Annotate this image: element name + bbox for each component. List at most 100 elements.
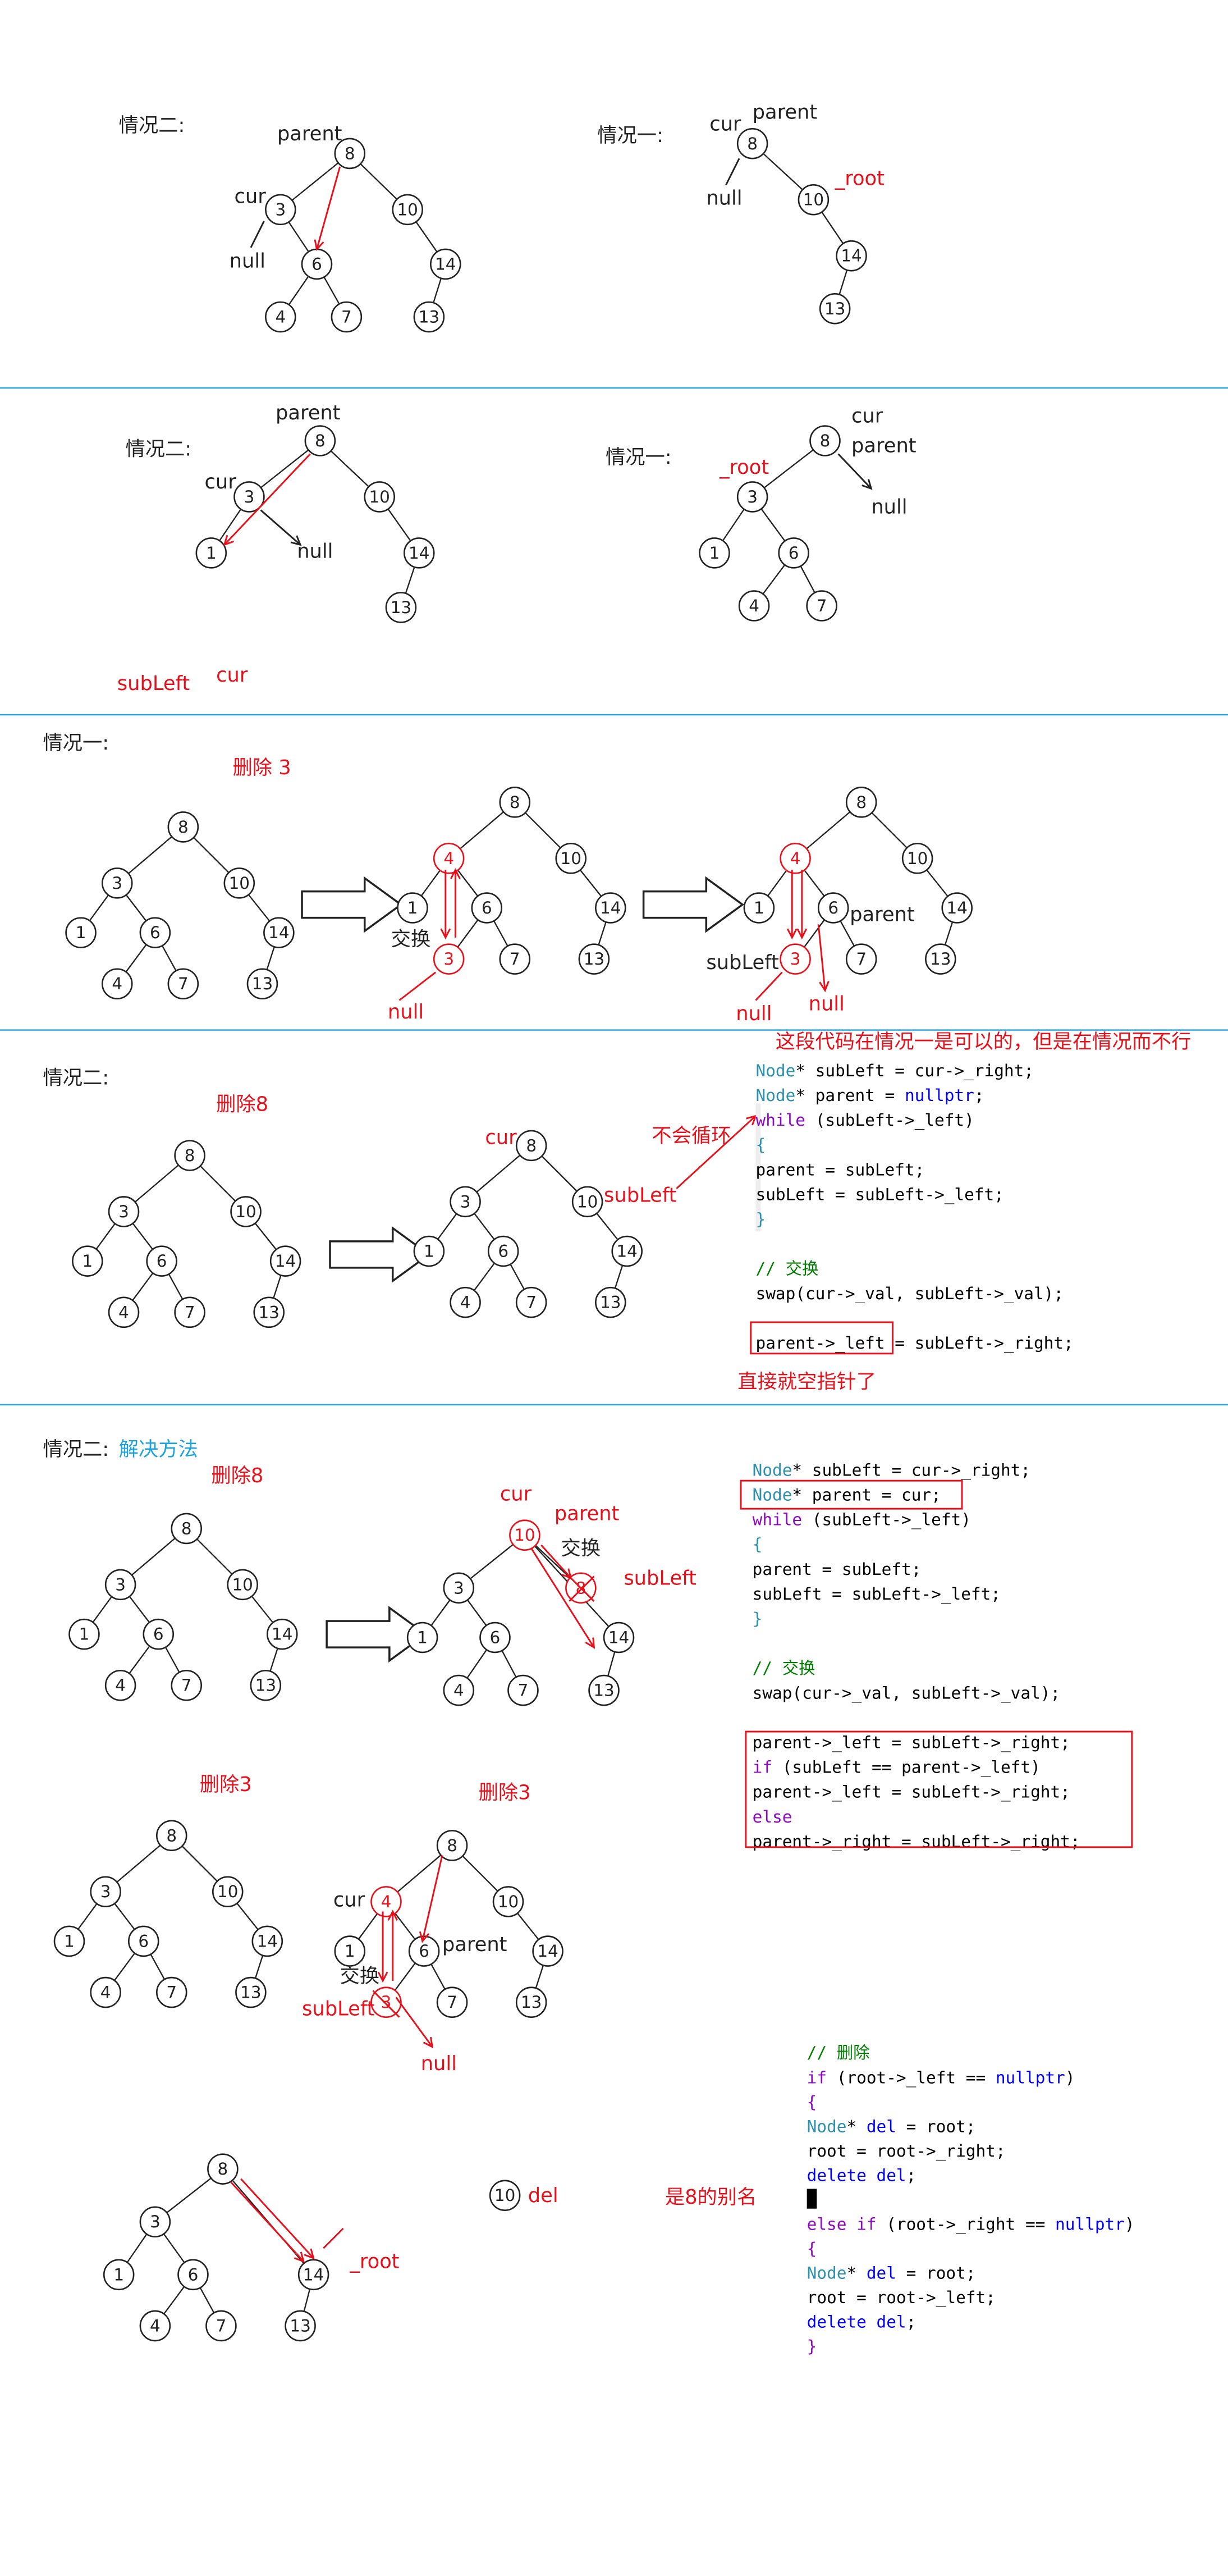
tree-node: 1	[406, 1622, 438, 1654]
edge	[437, 1213, 457, 1240]
tree-node: 8	[515, 1130, 547, 1162]
transform-arrow	[642, 876, 744, 933]
tree-node: 3	[139, 2206, 171, 2238]
edge	[250, 221, 265, 248]
tree-node: 10	[392, 194, 423, 226]
node-label: 13	[593, 1681, 614, 1700]
arrow	[260, 509, 301, 546]
node-label: 1	[64, 1931, 75, 1951]
tree-node: 4	[90, 1976, 121, 2008]
node-label: 14	[841, 246, 862, 266]
tree-node: 13	[588, 1674, 620, 1706]
code-line: if (subLeft == parent->_left)	[753, 1758, 1041, 1778]
node-circle	[101, 968, 133, 1000]
tree-node: 3	[780, 943, 811, 975]
node-label: 4	[115, 1676, 126, 1695]
tree-node: 7	[845, 943, 877, 975]
node-circle	[780, 843, 811, 874]
edge	[273, 1275, 282, 1299]
arrow	[395, 1997, 433, 2048]
node-circle	[103, 2259, 135, 2291]
edge	[462, 1855, 498, 1892]
node-label: 4	[749, 596, 759, 615]
sub-left-label: subLeft	[604, 1184, 676, 1207]
tree-node: 14	[532, 1935, 563, 1967]
edge	[303, 2289, 311, 2312]
tree-node: 4	[101, 968, 133, 1000]
tree-node: 6	[479, 1622, 511, 1654]
edge	[128, 836, 172, 874]
swap-label: 交换	[391, 928, 431, 951]
edge	[163, 2234, 185, 2263]
node-label: 8	[856, 793, 867, 812]
tree-node: 1	[743, 892, 775, 924]
node-circle	[450, 1186, 481, 1218]
edge	[541, 1155, 578, 1192]
tree-node: 6	[301, 248, 333, 280]
node-circle	[167, 968, 199, 1000]
tree-node: 4	[780, 843, 811, 874]
node-circle	[265, 301, 296, 333]
edge	[126, 2234, 148, 2263]
transform-arrow	[329, 1226, 431, 1283]
node-circle	[205, 2310, 237, 2342]
tree-node: 14	[297, 2259, 329, 2291]
node-circle	[108, 1296, 140, 1328]
node-label: 10	[514, 1525, 535, 1545]
tree-node: 3	[736, 481, 768, 513]
cur-label: cur	[205, 471, 237, 494]
arrow-head	[862, 478, 873, 490]
edge	[89, 894, 109, 921]
tree-node: 10	[364, 481, 395, 513]
node-label: 6	[498, 1241, 508, 1260]
tree-node: 3	[233, 481, 265, 513]
tree-node: 10	[555, 843, 587, 874]
tree-node: 7	[155, 1976, 187, 2008]
node-circle	[171, 1669, 203, 1701]
arrow	[421, 1855, 443, 1942]
edge	[125, 894, 147, 921]
node-circle	[588, 1674, 620, 1706]
edge	[387, 508, 411, 541]
node-label: 1	[76, 923, 86, 942]
edge	[219, 509, 242, 541]
node-label: 13	[419, 307, 439, 326]
root-label: _root	[719, 456, 769, 479]
node-label: 6	[138, 1931, 149, 1951]
node-circle	[90, 1876, 121, 1908]
edge	[125, 944, 147, 972]
node-label: 8	[178, 817, 189, 837]
tree-node: 3	[101, 867, 133, 899]
node-circle	[250, 1669, 282, 1701]
node-circle	[265, 194, 296, 226]
node-circle	[139, 2206, 171, 2238]
edge	[394, 1962, 416, 1991]
node-label: 7	[178, 974, 189, 993]
node-circle	[65, 917, 97, 948]
node-circle	[845, 787, 877, 818]
tree-node: 7	[515, 1286, 547, 1318]
node-circle	[108, 1196, 140, 1227]
node-circle	[195, 537, 227, 569]
node-circle	[699, 537, 730, 569]
code-line: Node* del = root;	[807, 2263, 976, 2282]
node-label: 7	[181, 1676, 192, 1695]
node-circle	[364, 481, 395, 513]
node-label: 1	[206, 543, 217, 563]
node-label: 8	[166, 1826, 177, 1845]
node-circle	[263, 917, 295, 948]
arrow	[240, 2178, 314, 2259]
tree-node: 8	[334, 138, 366, 170]
code-line: else	[753, 1807, 792, 1826]
tree-node: 14	[430, 248, 461, 280]
tree-node: 14	[595, 892, 626, 924]
edge	[397, 1855, 442, 1893]
tree-node: 8	[304, 425, 336, 456]
node-label: 4	[443, 849, 454, 868]
node-label: 10	[561, 849, 581, 868]
node-circle	[68, 1618, 100, 1650]
node-label: 14	[616, 1241, 637, 1260]
code-line: parent = subLeft;	[756, 1160, 925, 1179]
